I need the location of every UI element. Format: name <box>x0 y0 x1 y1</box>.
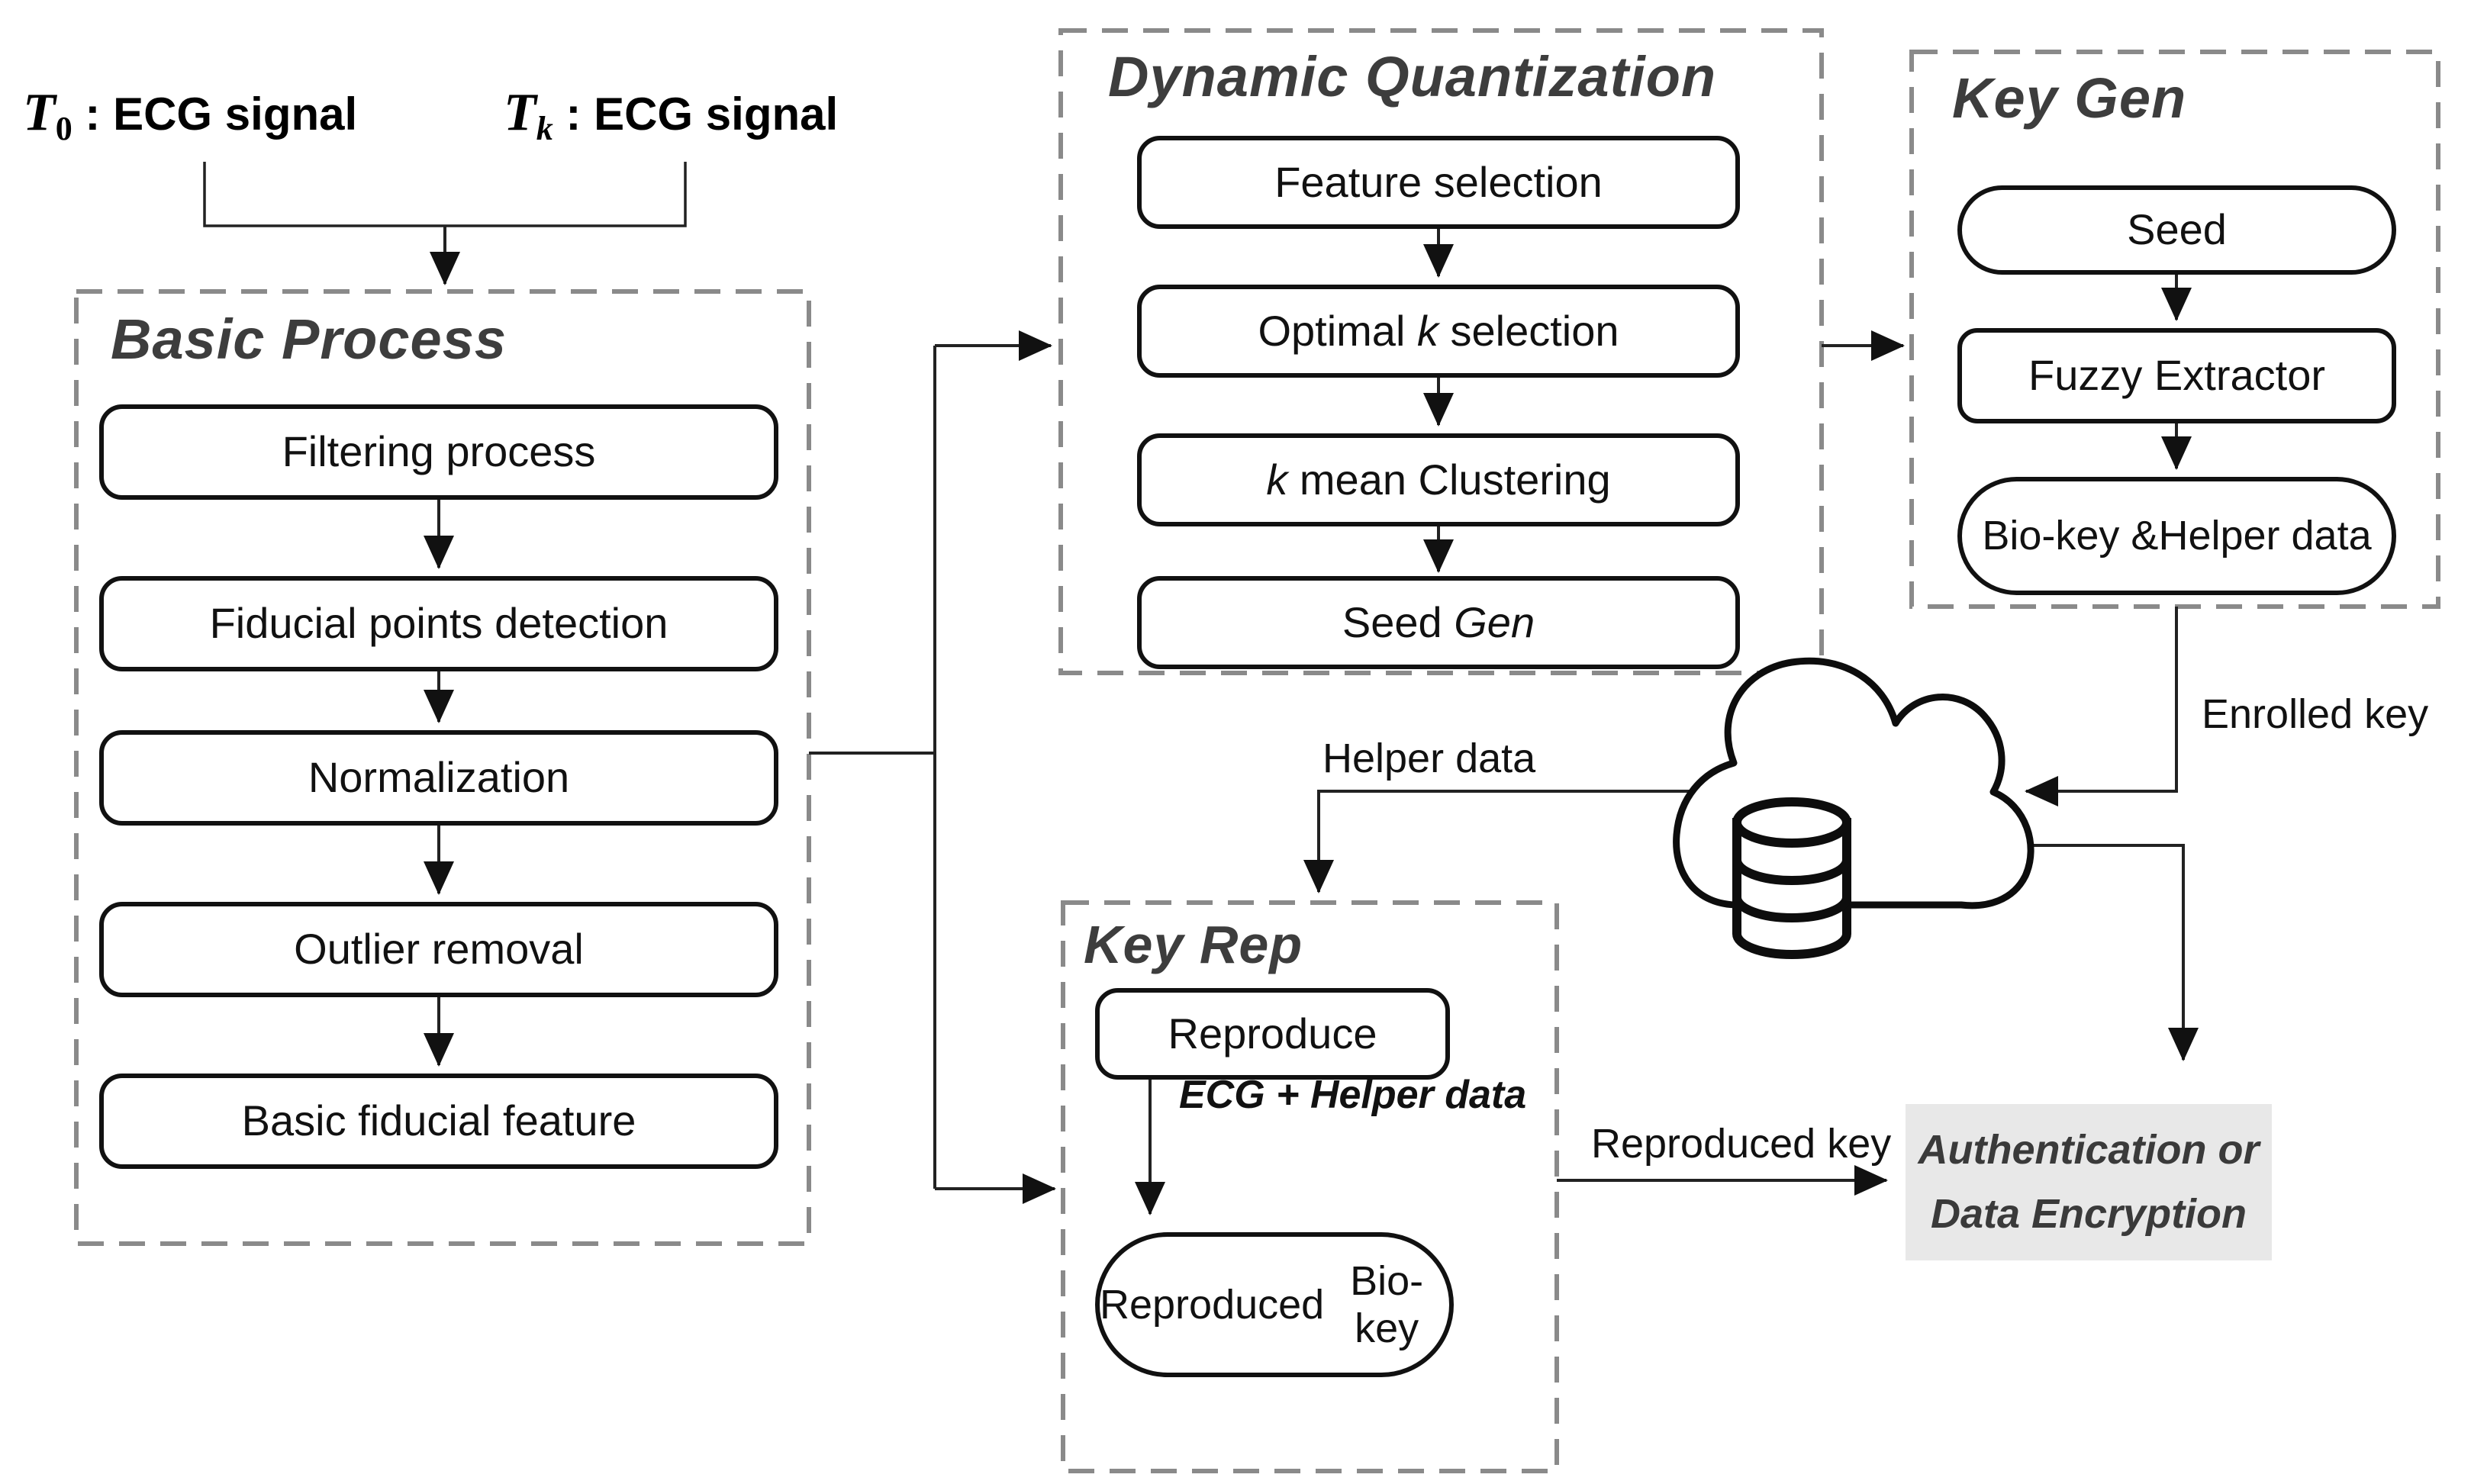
node-reproduce-label: Reproduce <box>1168 1009 1377 1057</box>
step-feature-selection-label: Feature selection <box>1274 158 1603 207</box>
step-seed-gen-label: Seed Gen <box>1342 598 1535 647</box>
step-fiducial-points-detection-label: Fiducial points detection <box>209 599 668 648</box>
node-fuzzy-extractor: Fuzzy Extractor <box>1957 328 2396 423</box>
node-fuzzy-extractor-label: Fuzzy Extractor <box>2028 351 2325 400</box>
feature-selection-pre: Feature selection <box>1274 157 1603 206</box>
step-k-mean-clustering: k mean Clustering <box>1137 433 1740 526</box>
node-seed: Seed <box>1957 185 2396 275</box>
key-rep-title: Key Rep <box>1084 915 1303 974</box>
optimal-k-pre: Optimal <box>1258 306 1417 355</box>
step-basic-fiducial-feature-label: Basic fiducial feature <box>241 1096 636 1145</box>
tk-symbol: T <box>504 83 536 142</box>
dynamic-quantization-title: Dynamic Quantization <box>1108 45 1717 108</box>
k-mean-post: mean Clustering <box>1287 455 1611 504</box>
step-normalization-label: Normalization <box>308 753 570 802</box>
input-merge-bracket <box>203 162 687 227</box>
connector-lines <box>203 162 2199 1215</box>
node-reproduced-biokey-line2: Bio-key <box>1350 1257 1424 1351</box>
k-mean-em: k <box>1266 455 1288 504</box>
step-k-mean-clustering-label: k mean Clustering <box>1266 456 1610 504</box>
node-biokey-helper-line1: Bio-key & <box>1982 513 2159 559</box>
helper-data-label: Helper data <box>1322 736 1536 781</box>
step-basic-fiducial-feature: Basic fiducial feature <box>99 1074 778 1169</box>
dynamic-quantization-border <box>1058 28 1824 675</box>
database-icon <box>1732 797 1851 959</box>
tk-subscript: k <box>536 110 553 147</box>
key-gen-title: Key Gen <box>1952 66 2187 130</box>
step-optimal-k-selection-label: Optimal k selection <box>1258 307 1619 356</box>
cloud-icon <box>1673 657 2034 909</box>
node-seed-label: Seed <box>2127 205 2227 254</box>
input-signal-t0: T0 : ECG signal <box>23 82 357 148</box>
node-reproduce: Reproduce <box>1095 988 1450 1080</box>
t0-subscript: 0 <box>55 110 72 147</box>
step-optimal-k-selection: Optimal k selection <box>1137 285 1740 378</box>
seed-gen-pre: Seed <box>1342 597 1455 646</box>
node-biokey-helper-line2: Helper data <box>2158 513 2372 559</box>
authentication-box: Authentication or Data Encryption <box>1906 1104 2272 1260</box>
step-outlier-removal: Outlier removal <box>99 902 778 997</box>
node-reproduced-biokey: Reproduced Bio-key <box>1095 1232 1454 1377</box>
t0-symbol: T <box>23 83 56 142</box>
node-biokey-helper: Bio-key & Helper data <box>1957 477 2396 595</box>
reproduced-key-label: Reproduced key <box>1591 1121 1892 1167</box>
step-seed-gen: Seed Gen <box>1137 576 1740 669</box>
t0-desc: : ECG signal <box>72 89 358 140</box>
step-filtering-process-label: Filtering process <box>282 427 596 476</box>
arrow-cloud-to-auth <box>1992 844 2199 1061</box>
arrow-enrolled-key-to-cloud <box>2025 607 2178 806</box>
step-normalization: Normalization <box>99 730 778 826</box>
node-reproduced-biokey-line1: Reproduced <box>1100 1281 1325 1328</box>
step-filtering-process: Filtering process <box>99 404 778 500</box>
arrow-helper-data-to-keyrep <box>1303 790 1721 893</box>
enrolled-key-label: Enrolled key <box>2202 691 2429 737</box>
authentication-line2: Data Encryption <box>1930 1190 2247 1237</box>
optimal-k-post: selection <box>1438 306 1619 355</box>
basic-process-title: Basic Process <box>111 307 507 371</box>
ecg-helper-data-label: ECG + Helper data <box>1179 1073 1527 1117</box>
step-fiducial-points-detection: Fiducial points detection <box>99 576 778 671</box>
tk-desc: : ECG signal <box>553 89 839 140</box>
input-signal-tk: Tk : ECG signal <box>504 82 838 148</box>
authentication-line1: Authentication or <box>1918 1126 2260 1173</box>
basic-process-border <box>74 289 811 1246</box>
optimal-k-em: k <box>1416 306 1438 355</box>
step-feature-selection: Feature selection <box>1137 136 1740 229</box>
seed-gen-em: Gen <box>1454 597 1535 646</box>
step-outlier-removal-label: Outlier removal <box>294 925 584 974</box>
